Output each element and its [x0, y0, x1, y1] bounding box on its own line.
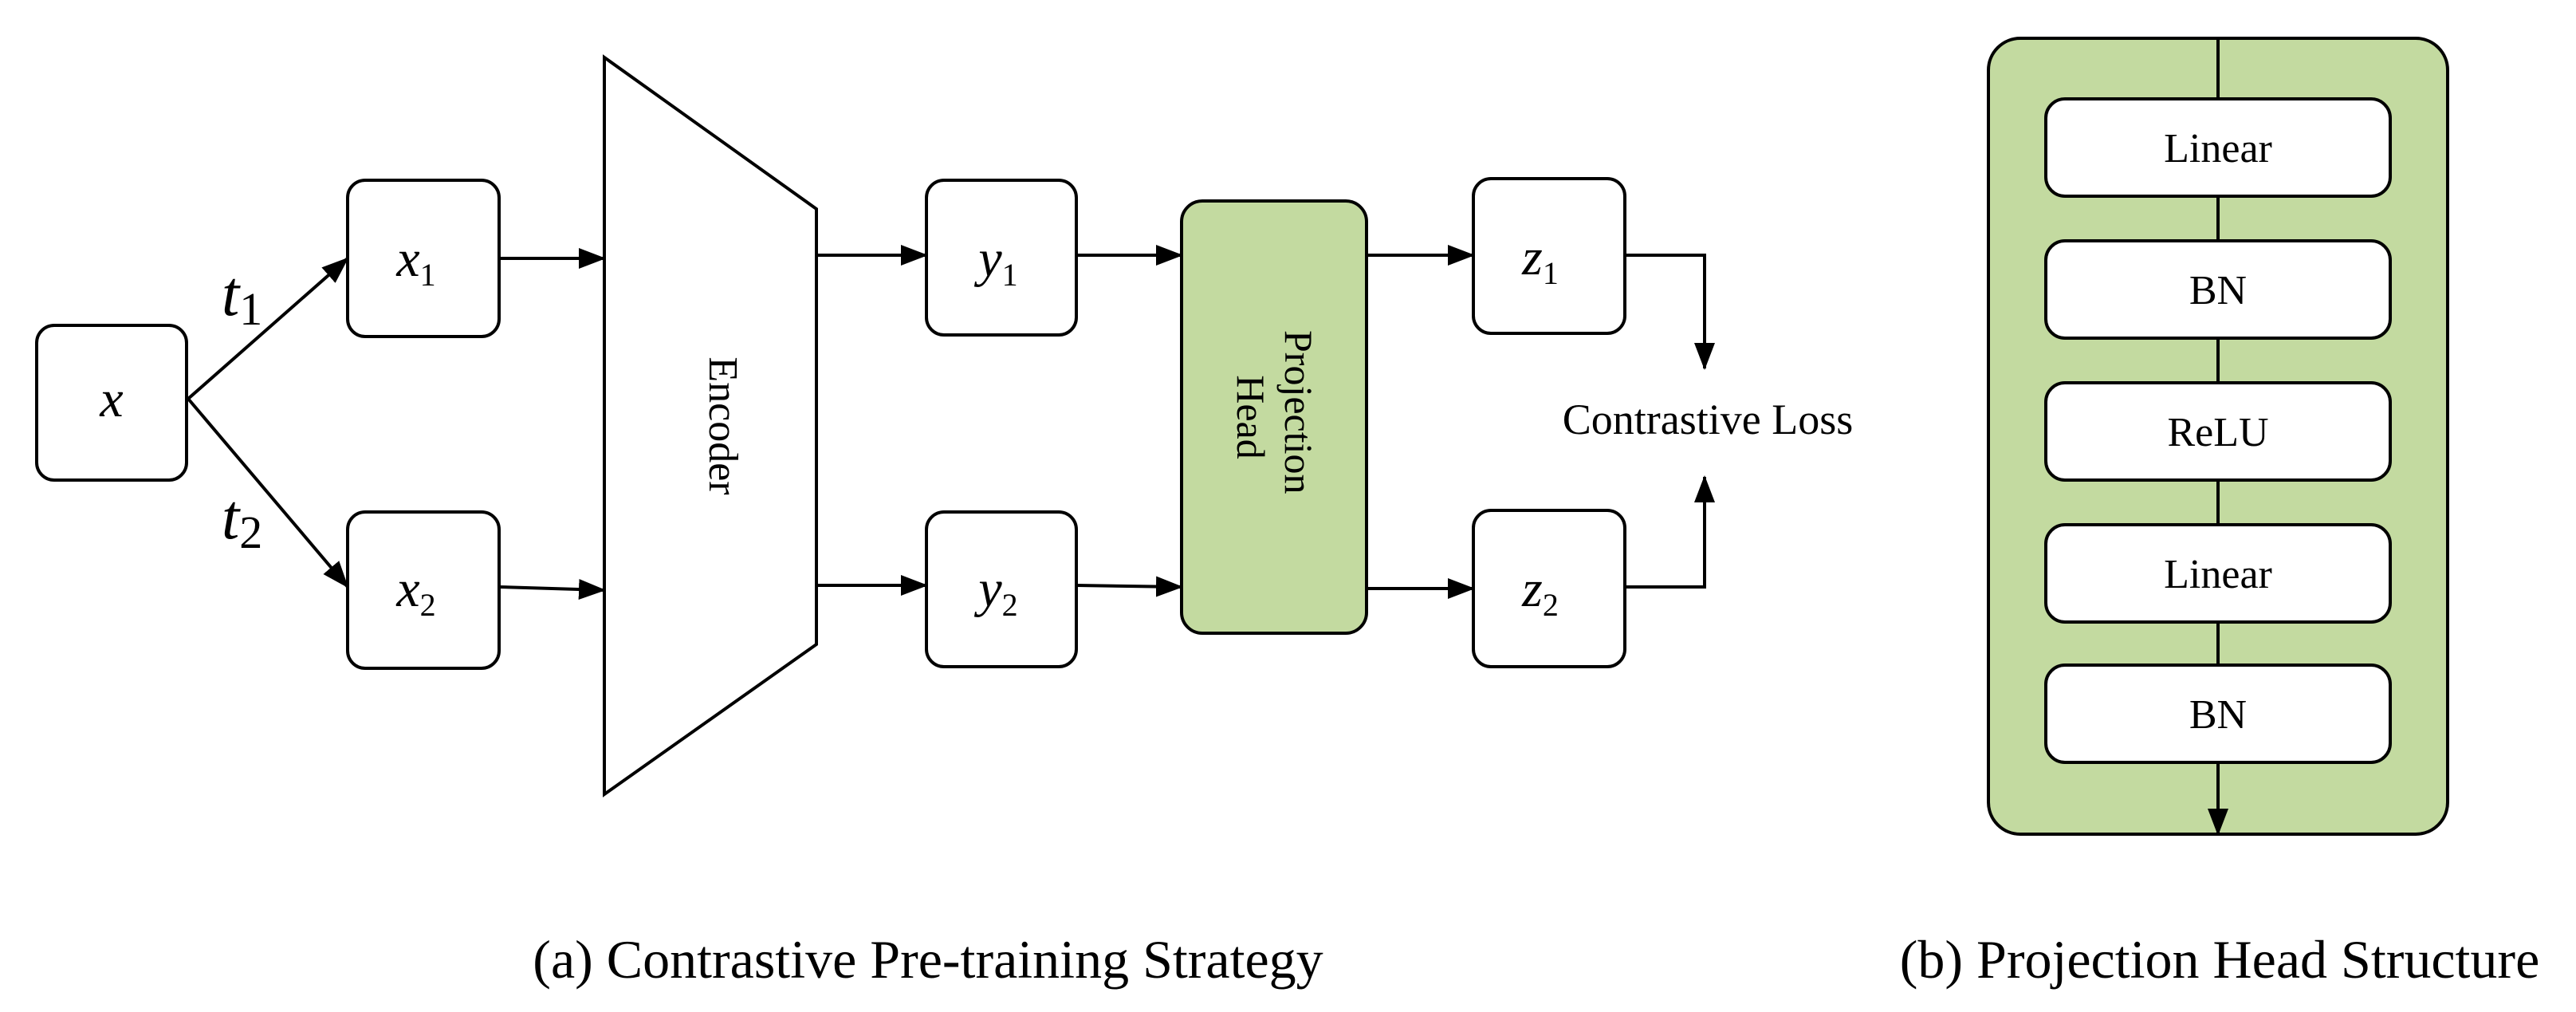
arrow-z2-loss: [1625, 475, 1715, 589]
feature-node-1: y1: [925, 179, 1078, 337]
projection-head-label: Projection Head: [1229, 330, 1321, 504]
layer-box-bn-1: BN: [2044, 239, 2392, 340]
layer-label: BN: [2189, 692, 2247, 738]
view-label-2: x2: [395, 560, 435, 623]
projection-head-structure: Linear BN ReLU Linear BN (b) Projection …: [1900, 37, 2540, 990]
caption-b: (b) Projection Head Structure: [1900, 929, 2540, 990]
feature-node-2: y2: [925, 510, 1078, 668]
contrastive-pretraining-diagram: x t1 t2 x1 x2 Encoder y1: [35, 54, 1853, 990]
layer-box-bn-2: BN: [2044, 664, 2392, 764]
output-node-2: z2: [1472, 509, 1626, 668]
layer-label: Linear: [2164, 552, 2272, 597]
view-node-2: x2: [346, 510, 501, 670]
transform-label-2: t2: [222, 482, 262, 558]
view-label-1: x1: [395, 230, 435, 293]
arrow-x2-encoder: [498, 579, 606, 601]
contrastive-loss-label: Contrastive Loss: [1563, 396, 1853, 443]
encoder-label: Encoder: [700, 356, 745, 494]
encoder-block: Encoder: [603, 54, 818, 797]
arrow-z1-loss: [1625, 254, 1715, 370]
transform-arrow-2: [187, 397, 349, 589]
layer-box-linear-1: Linear: [2044, 97, 2392, 198]
feature-label-1: y1: [973, 230, 1017, 293]
feature-label-2: y2: [973, 560, 1017, 623]
layer-label: Linear: [2164, 126, 2272, 171]
caption-a: (a) Contrastive Pre-training Strategy: [533, 929, 1323, 990]
layer-label: ReLU: [2167, 410, 2268, 455]
output-node-1: z1: [1472, 177, 1626, 335]
layer-box-linear-2: Linear: [2044, 523, 2392, 624]
view-node-1: x1: [346, 179, 501, 338]
projection-head-block: Projection Head: [1180, 199, 1368, 635]
transform-label-1: t1: [222, 259, 262, 335]
output-label-1: z1: [1521, 228, 1559, 291]
layer-label: BN: [2189, 268, 2247, 313]
output-label-2: z2: [1521, 560, 1559, 623]
arrow-y2-projection: [1076, 576, 1183, 597]
input-label: x: [99, 370, 123, 428]
transform-arrow-1: [187, 257, 349, 400]
input-node: x: [35, 324, 188, 482]
layer-box-relu: ReLU: [2044, 381, 2392, 482]
